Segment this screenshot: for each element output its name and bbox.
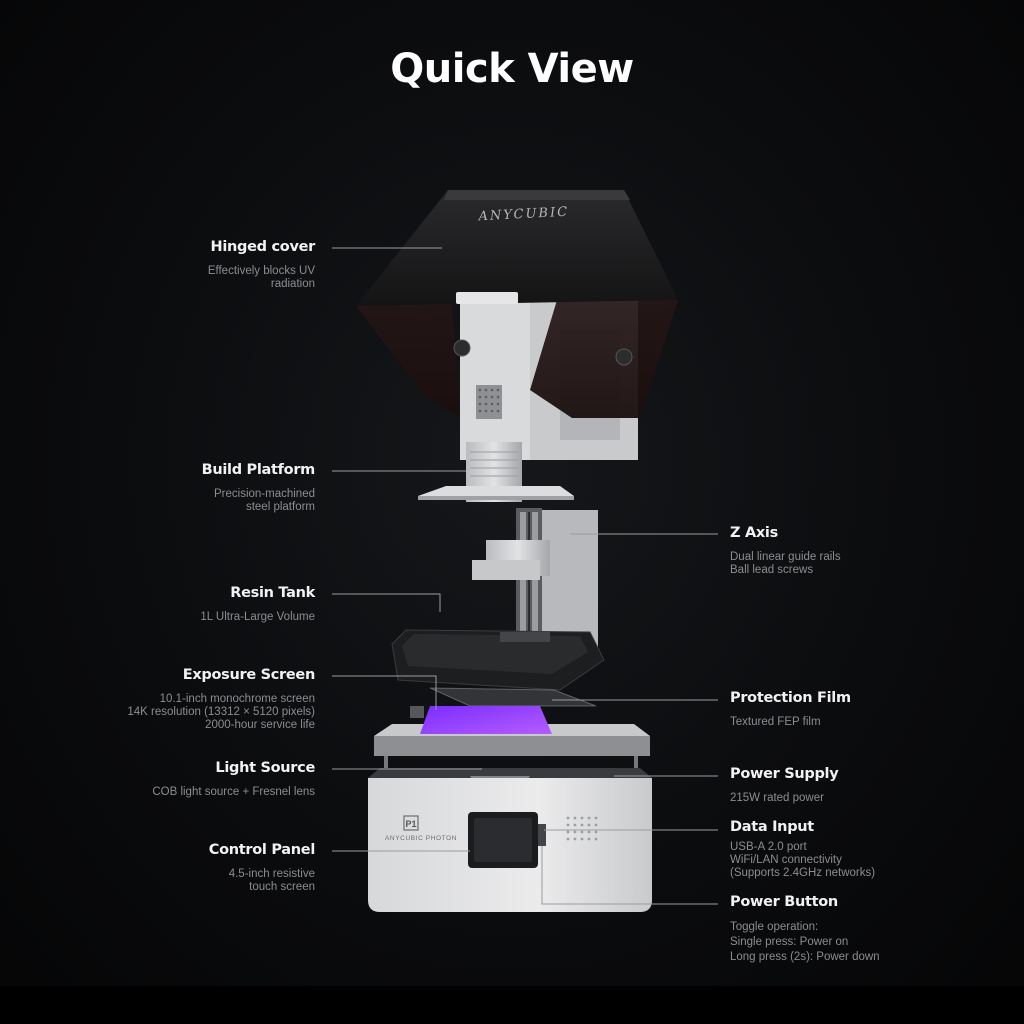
callout-desc-line: Dual linear guide rails — [730, 551, 841, 563]
exposure-screen-panel — [374, 706, 650, 778]
hinged-cover: ANYCUBIC — [356, 190, 678, 418]
callout-desc-line: Precision-machined — [214, 488, 315, 500]
callout-build-platform: Build Platform Precision-machined steel … — [15, 462, 316, 514]
resin-tank — [391, 629, 605, 691]
callout-desc-line: (Supports 2.4GHz networks) — [730, 867, 876, 879]
callout-title: Z Axis — [730, 525, 778, 541]
cover-brand-logo: ANYCUBIC — [477, 205, 569, 225]
callout-title: Power Supply — [730, 766, 839, 782]
callout-title: Hinged cover — [210, 239, 316, 255]
callout-title: Control Panel — [208, 842, 316, 858]
callout-title: Power Button — [730, 894, 838, 910]
build-platform — [418, 442, 574, 502]
callout-control-panel: Control Panel 4.5-inch resistive touch s… — [15, 842, 316, 894]
callout-hinged-cover: Hinged cover Effectively blocks UV radia… — [15, 239, 315, 291]
callout-exposure-screen: Exposure Screen 10.1-inch monochrome scr… — [15, 667, 315, 732]
callout-desc-line: Textured FEP film — [730, 716, 821, 728]
callout-title: Build Platform — [201, 462, 316, 478]
callout-desc-line: Long press (2s): Power down — [730, 951, 880, 963]
callout-desc-line: Single press: Power on — [730, 936, 849, 948]
callout-protection-film: Protection Film Textured FEP film — [730, 690, 1010, 729]
callout-desc-line: WiFi/LAN connectivity — [730, 854, 842, 866]
callout-desc-line: 4.5-inch resistive — [228, 868, 315, 880]
callout-desc-line: Effectively blocks UV — [207, 265, 315, 277]
bottom-bar — [0, 986, 1024, 1024]
callout-power-button: Power Button Toggle operation: Single pr… — [730, 894, 1010, 965]
callout-desc-line: Toggle operation: — [730, 921, 819, 933]
callout-title: Light Source — [215, 760, 315, 776]
protection-film-sheet — [429, 687, 597, 707]
callout-desc-line: radiation — [270, 278, 315, 290]
callout-desc-line: 1L Ultra-Large Volume — [200, 611, 315, 623]
printer-base: P1 ANYCUBIC PHOTON — [368, 768, 652, 912]
callout-desc-line: Ball lead screws — [730, 564, 814, 576]
callout-z-axis: Z Axis Dual linear guide rails Ball lead… — [730, 525, 1010, 577]
usb-port — [538, 824, 546, 846]
callout-desc-line: USB-A 2.0 port — [730, 841, 807, 853]
callout-desc-line: 215W rated power — [730, 792, 824, 804]
callout-desc-line: 2000-hour service life — [205, 719, 315, 731]
page-title: Quick View — [390, 46, 634, 92]
base-brand-logo: ANYCUBIC PHOTON — [385, 835, 457, 842]
base-model-badge: P1 — [405, 819, 416, 829]
callout-light-source: Light Source COB light source + Fresnel … — [15, 760, 315, 799]
callout-title: Resin Tank — [230, 585, 315, 601]
callout-data-input: Data Input USB-A 2.0 port WiFi/LAN conne… — [730, 819, 1010, 880]
callout-desc-line: steel platform — [245, 501, 315, 513]
callout-desc-line: touch screen — [249, 881, 315, 893]
callout-resin-tank: Resin Tank 1L Ultra-Large Volume — [15, 585, 315, 624]
callout-power-supply: Power Supply 215W rated power — [730, 766, 1010, 805]
callout-title: Protection Film — [730, 690, 851, 706]
leader-lines — [332, 247, 718, 905]
callout-desc-line: COB light source + Fresnel lens — [152, 786, 315, 798]
callout-title: Data Input — [730, 819, 814, 835]
callout-title: Exposure Screen — [182, 667, 316, 683]
callout-desc-line: 14K resolution (13312 × 5120 pixels) — [127, 706, 315, 718]
callout-desc-line: 10.1-inch monochrome screen — [159, 693, 315, 705]
